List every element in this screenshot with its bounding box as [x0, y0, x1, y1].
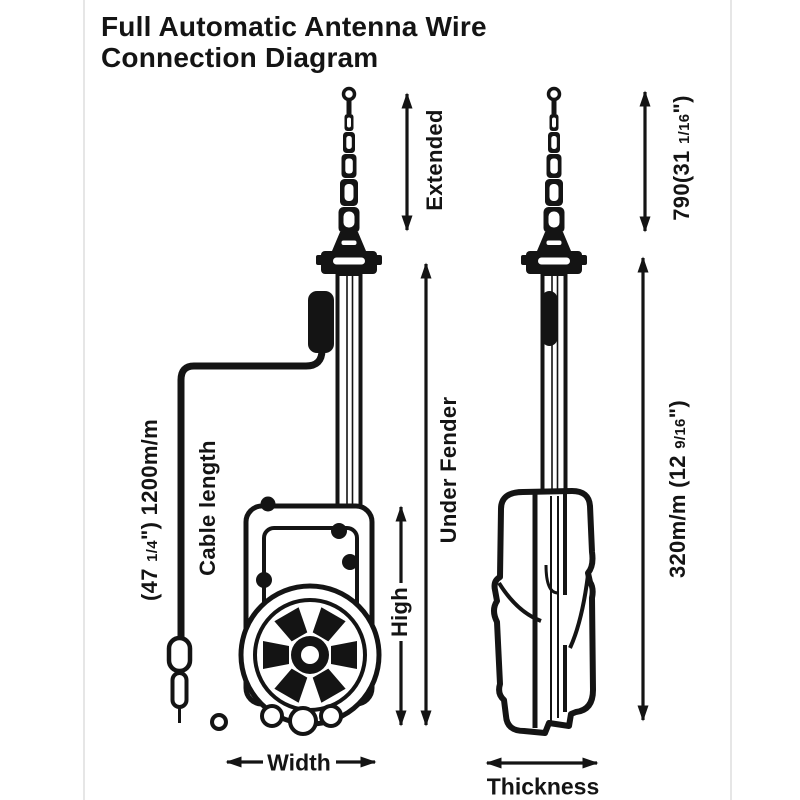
side-view-antenna [491, 86, 596, 736]
cable-dim-suffix: ") 1200m/m [137, 419, 162, 541]
under-fender-label: Under Fender [436, 394, 461, 546]
fender-fold-lines [497, 564, 590, 649]
dimension-arrows [225, 90, 651, 769]
screw-dot [331, 523, 347, 539]
under-fender-dim-prefix: 320m/m (12 [665, 448, 690, 579]
housing-feet [260, 704, 343, 736]
title-line-2: Connection Diagram [101, 42, 379, 73]
extended-dimension-label: 790(31 1/16") [669, 93, 694, 223]
cable-dim-fraction: 1/4 [144, 540, 161, 562]
antenna-cable [177, 346, 326, 641]
screw-dot [342, 554, 358, 570]
cable-drum [238, 583, 382, 727]
screw-dot [260, 496, 276, 512]
cable-length-label: Cable length [195, 438, 220, 578]
tube-slot [541, 291, 558, 346]
high-label: High [387, 584, 412, 640]
under-fender-dim-suffix: ") [665, 399, 690, 419]
extended-label: Extended [422, 107, 447, 213]
cable-dim-prefix: (47 [137, 561, 162, 601]
diagram-title: Full Automatic Antenna Wire Connection D… [101, 11, 487, 73]
cable-dimension-label: (47 1/4") 1200m/m [137, 417, 162, 603]
thickness-label: Thickness [486, 773, 600, 800]
title-line-1: Full Automatic Antenna Wire [101, 11, 487, 42]
extended-dim-fraction: 1/16 [676, 113, 693, 145]
front-view-antenna [166, 86, 384, 736]
mast-tube [335, 272, 363, 512]
extended-dim-prefix: 790(31 [669, 144, 694, 221]
width-label: Width [267, 749, 331, 776]
image-edge-right [730, 0, 732, 800]
cable-connector [166, 635, 193, 723]
mount-lug [210, 713, 228, 731]
extended-dim-suffix: ") [669, 95, 694, 114]
screw-dot [256, 572, 272, 588]
fender-mast-lines [532, 494, 567, 728]
cable-clamp [308, 291, 334, 353]
fender-body [491, 488, 596, 736]
image-edge-left [83, 0, 85, 800]
under-fender-dimension-label: 320m/m (12 9/16") [665, 397, 690, 581]
under-fender-dim-fraction: 9/16 [672, 418, 689, 449]
